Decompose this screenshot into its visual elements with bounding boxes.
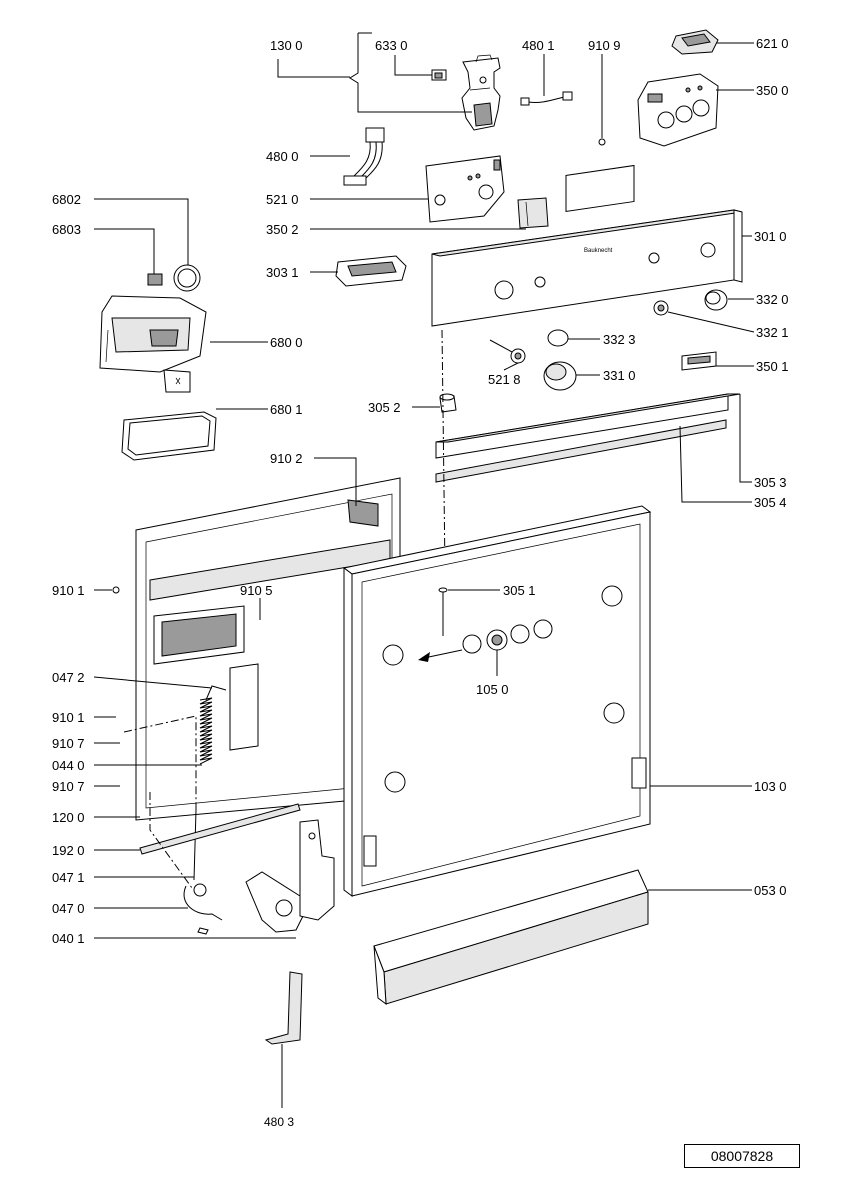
part-130-lock xyxy=(461,54,501,131)
label-6802: 6802 xyxy=(52,192,81,207)
part-053-0-profile xyxy=(373,869,649,1006)
part-633-clip xyxy=(431,69,447,81)
label-910-1b: 910 1 xyxy=(52,710,85,725)
label-910-7a: 910 7 xyxy=(52,736,85,751)
label-332-1: 332 1 xyxy=(756,325,789,340)
label-332-0: 332 0 xyxy=(756,292,789,307)
part-332-1-knob xyxy=(653,300,669,316)
part-305-2-bushing xyxy=(439,393,457,413)
label-105-0: 105 0 xyxy=(476,682,509,697)
label-044-0: 044 0 xyxy=(52,758,85,773)
part-6802-ring xyxy=(173,264,201,292)
svg-text:Bauknecht: Bauknecht xyxy=(584,248,613,254)
part-680-1-gasket xyxy=(121,411,217,461)
part-331-0-knob xyxy=(543,361,577,391)
part-350-0-board xyxy=(637,73,719,147)
part-044-0-spring xyxy=(199,685,227,765)
part-910-9-screw xyxy=(598,138,606,146)
label-910-7b: 910 7 xyxy=(52,779,85,794)
label-332-3: 332 3 xyxy=(603,332,636,347)
label-303-1: 303 1 xyxy=(266,265,299,280)
label-040-1: 040 1 xyxy=(52,931,85,946)
part-521-0-board xyxy=(425,155,505,223)
part-301-0-control-panel: Bauknecht xyxy=(431,164,743,327)
label-305-4: 305 4 xyxy=(754,495,787,510)
part-332-3-knob xyxy=(547,329,569,347)
drawing-reference-number: 08007828 xyxy=(684,1144,800,1168)
part-047-0-clamp xyxy=(183,883,223,935)
part-621-module xyxy=(671,29,719,55)
part-192-0-rail xyxy=(139,803,301,855)
alignment-line xyxy=(441,329,447,651)
label-130-0: 130 0 xyxy=(270,38,303,53)
label-910-5: 910 5 xyxy=(240,583,273,598)
part-350-1-clip xyxy=(681,351,717,371)
label-680-0: 680 0 xyxy=(270,335,303,350)
part-480-1-cable xyxy=(520,91,573,106)
label-047-1: 047 1 xyxy=(52,870,85,885)
part-480-0-harness xyxy=(343,127,385,186)
part-680-0-dispenser xyxy=(99,295,207,393)
label-480-0: 480 0 xyxy=(266,149,299,164)
label-305-1: 305 1 xyxy=(503,583,536,598)
label-103-0: 103 0 xyxy=(754,779,787,794)
label-053-0: 053 0 xyxy=(754,883,787,898)
label-910-9: 910 9 xyxy=(588,38,621,53)
part-480-3-bracket xyxy=(264,971,303,1045)
part-047-1-rod xyxy=(193,809,197,881)
label-120-0: 120 0 xyxy=(52,810,85,825)
part-350-2-bracket xyxy=(517,197,549,229)
part-103-0-outer-door xyxy=(342,505,652,897)
leader-lines xyxy=(93,32,755,1108)
label-192-0: 192 0 xyxy=(52,843,85,858)
part-303-1-handle xyxy=(335,255,407,287)
label-633-0: 633 0 xyxy=(375,38,408,53)
part-6803-cap xyxy=(147,273,163,286)
label-350-0: 350 0 xyxy=(756,83,789,98)
label-621-0: 621 0 xyxy=(756,36,789,51)
label-521-8: 521 8 xyxy=(488,372,521,387)
label-047-0: 047 0 xyxy=(52,901,85,916)
part-040-1-hinge xyxy=(245,819,335,933)
label-521-0: 521 0 xyxy=(266,192,299,207)
label-350-1: 350 1 xyxy=(756,359,789,374)
label-910-1a: 910 1 xyxy=(52,583,85,598)
label-6803: 6803 xyxy=(52,222,81,237)
label-305-2: 305 2 xyxy=(368,400,401,415)
label-480-1: 480 1 xyxy=(522,38,555,53)
label-047-2: 047 2 xyxy=(52,670,85,685)
label-910-2: 910 2 xyxy=(270,451,303,466)
label-350-2: 350 2 xyxy=(266,222,299,237)
label-480-3: 480 3 xyxy=(264,1115,294,1129)
label-305-3: 305 3 xyxy=(754,475,787,490)
label-680-1: 680 1 xyxy=(270,402,303,417)
label-331-0: 331 0 xyxy=(603,368,636,383)
part-305-4-strip xyxy=(435,419,727,483)
label-301-0: 301 0 xyxy=(754,229,787,244)
part-521-8-selector xyxy=(489,339,526,364)
part-labels: 130 0 633 0 480 1 910 9 621 0 350 0 480 … xyxy=(52,36,789,1129)
part-332-0-knob xyxy=(704,289,728,311)
